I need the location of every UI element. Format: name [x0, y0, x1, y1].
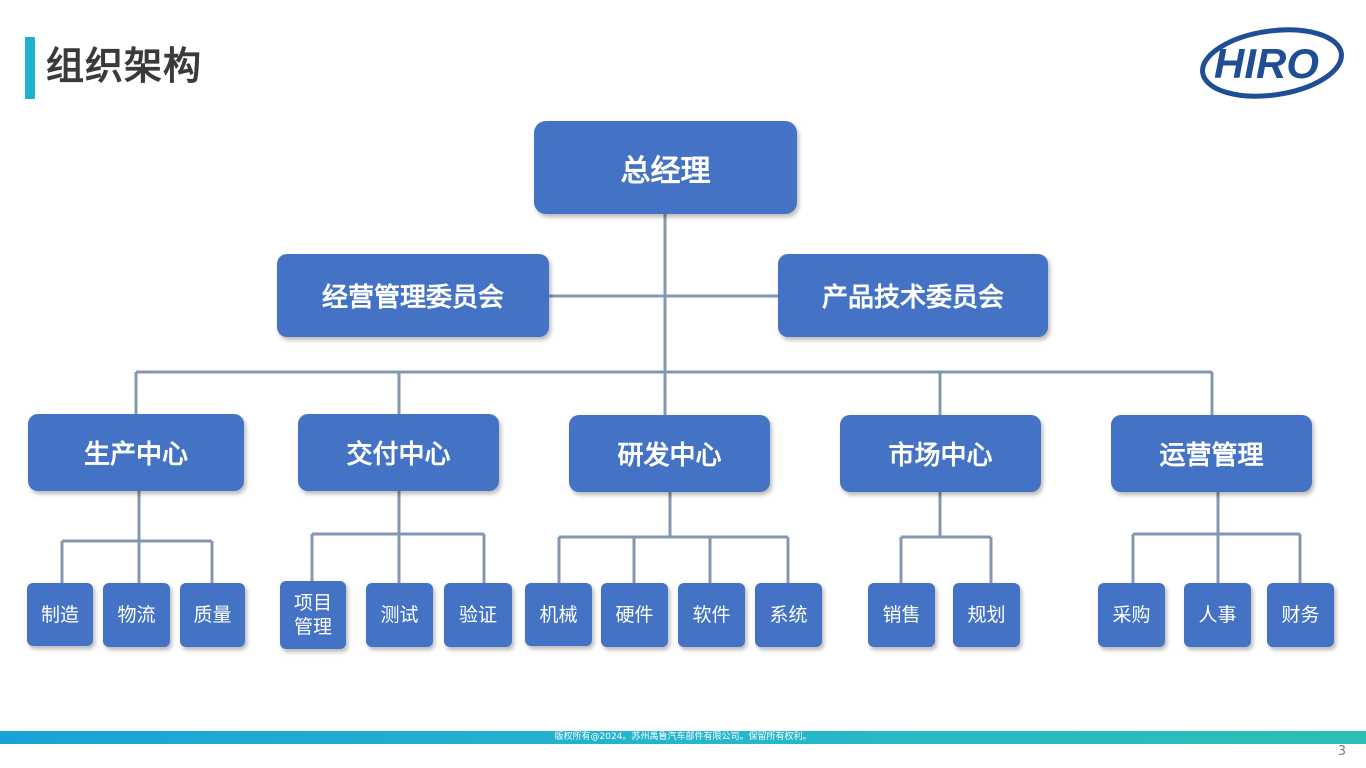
node-team-planning: 规划	[953, 583, 1020, 647]
node-team-software: 软件	[678, 583, 745, 647]
footer-copyright: 版权所有@2024。苏州禹鲁汽车部件有限公司。保留所有权利。	[554, 732, 812, 742]
node-team-quality: 质量	[180, 583, 245, 647]
node-team-testing: 测试	[366, 583, 433, 647]
node-team-validation: 验证	[444, 583, 512, 647]
node-team-logistics: 物流	[103, 583, 170, 647]
title-accent-bar	[25, 37, 35, 99]
node-team-manufacturing: 制造	[27, 583, 93, 646]
logo-wordmark: HIRO	[1214, 40, 1319, 87]
page-title: 组织架构	[46, 44, 203, 88]
node-team-mechanical: 机械	[525, 583, 592, 646]
node-operations: 运营管理	[1111, 415, 1312, 492]
node-delivery-center: 交付中心	[298, 414, 499, 491]
node-general-manager: 总经理	[534, 121, 797, 214]
page-number: 3	[1337, 744, 1346, 759]
footer-band	[0, 731, 1366, 744]
node-technology-committee: 产品技术委员会	[778, 254, 1048, 337]
node-team-hr: 人事	[1184, 583, 1251, 647]
node-team-finance: 财务	[1267, 583, 1334, 647]
hiro-logo: HIRO	[1200, 27, 1344, 99]
node-team-sales: 销售	[868, 583, 935, 647]
node-market-center: 市场中心	[840, 415, 1041, 492]
node-rnd-center: 研发中心	[569, 415, 770, 492]
node-production-center: 生产中心	[28, 414, 244, 491]
node-business-committee: 经营管理委员会	[277, 254, 549, 337]
node-team-purchasing: 采购	[1098, 583, 1165, 647]
node-team-project-management: 项目 管理	[280, 581, 346, 649]
node-team-systems: 系统	[755, 583, 822, 647]
node-team-hardware: 硬件	[601, 583, 668, 647]
